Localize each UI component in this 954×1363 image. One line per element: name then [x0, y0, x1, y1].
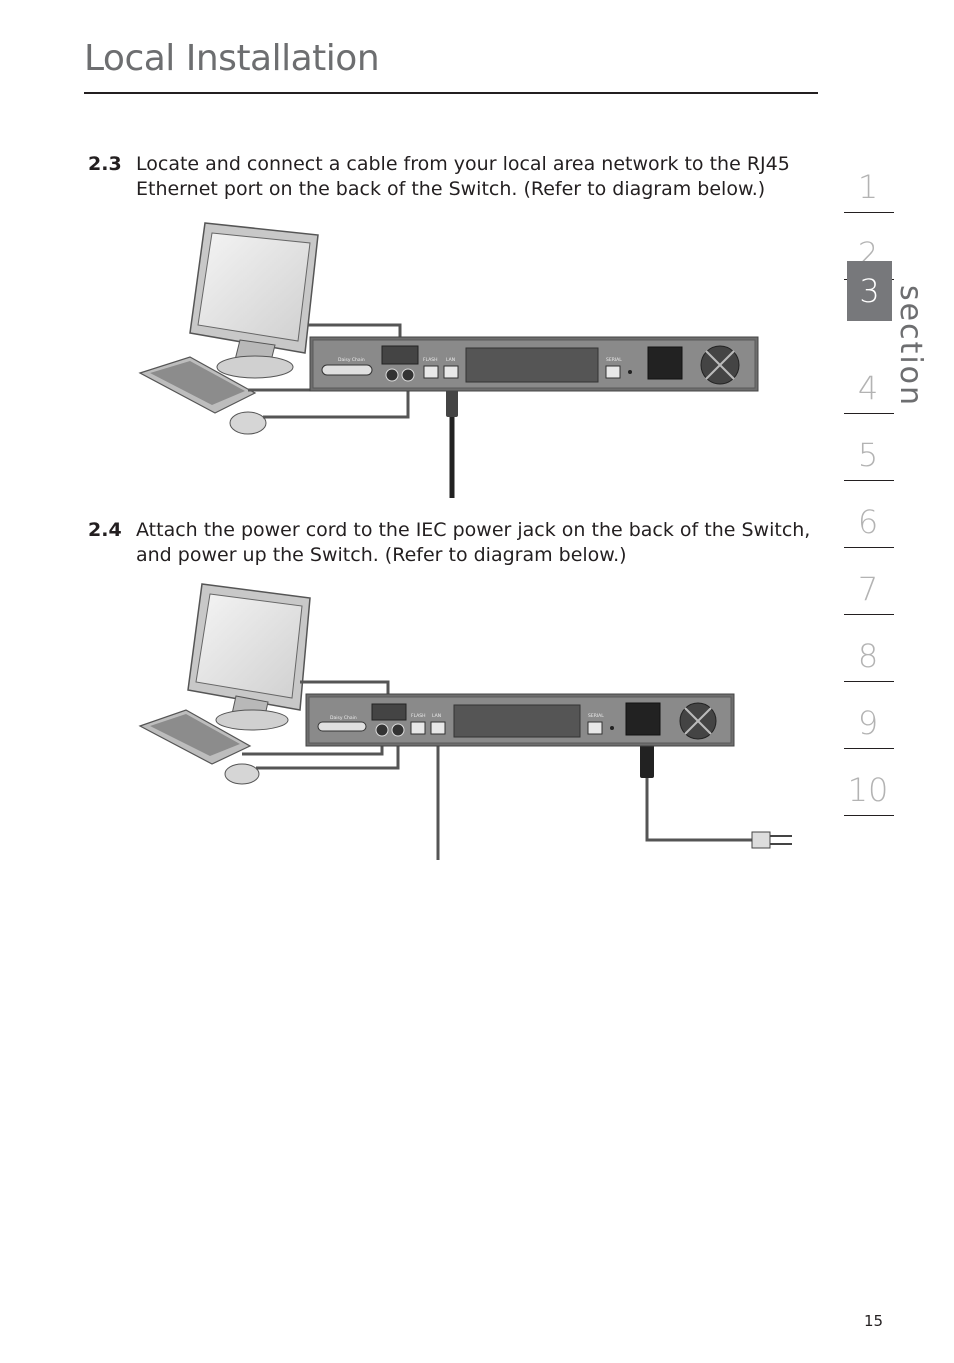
- step-number: 2.4: [88, 519, 122, 541]
- lan-label: LAN: [432, 713, 441, 719]
- nav-item-6[interactable]: 6: [844, 497, 894, 564]
- title-divider: [84, 92, 818, 94]
- page-number: 15: [864, 1312, 884, 1330]
- nav-item-4[interactable]: 4: [844, 363, 894, 430]
- nav-item-8[interactable]: 8: [844, 631, 894, 698]
- serial-label: SERIAL: [606, 357, 622, 363]
- step-text: Locate and connect a cable from your loc…: [136, 153, 790, 200]
- page-title: Local Installation: [84, 38, 380, 79]
- nav-item-1[interactable]: 1: [844, 162, 894, 229]
- step-number: 2.3: [88, 153, 122, 175]
- keyboard-icon: [138, 356, 257, 414]
- kvm-switch-unit: Daisy Chain FLASH LAN SERIAL: [309, 336, 759, 392]
- section-nav: 1 2 3 4 5 6 7 8 9 10: [844, 162, 894, 832]
- power-plug-icon: [751, 831, 792, 849]
- flash-label: FLASH: [411, 713, 426, 719]
- mouse-icon: [224, 763, 260, 785]
- nav-item-5[interactable]: 5: [844, 430, 894, 497]
- section-label: section: [893, 285, 928, 408]
- serial-label: SERIAL: [588, 713, 604, 719]
- lan-label: LAN: [446, 357, 455, 363]
- keyboard-icon: [138, 709, 252, 765]
- nav-item-9[interactable]: 9: [844, 698, 894, 765]
- lan-connection-diagram: Daisy Chain FLASH LAN SERIAL: [138, 222, 759, 498]
- power-connection-diagram: Daisy Chain FLASH LAN SERIAL: [138, 583, 792, 860]
- kvm-switch-unit: Daisy Chain FLASH LAN SERIAL: [305, 693, 735, 747]
- nav-item-3[interactable]: 3: [844, 261, 894, 363]
- step-text: Attach the power cord to the IEC power j…: [136, 519, 811, 566]
- monitor-icon: [187, 583, 311, 731]
- monitor-icon: [189, 222, 319, 379]
- daisy-chain-label: Daisy Chain: [338, 357, 365, 363]
- flash-label: FLASH: [423, 357, 438, 363]
- daisy-chain-label: Daisy Chain: [330, 715, 357, 721]
- nav-item-10[interactable]: 10: [844, 765, 894, 832]
- mouse-icon: [229, 411, 267, 435]
- nav-item-7[interactable]: 7: [844, 564, 894, 631]
